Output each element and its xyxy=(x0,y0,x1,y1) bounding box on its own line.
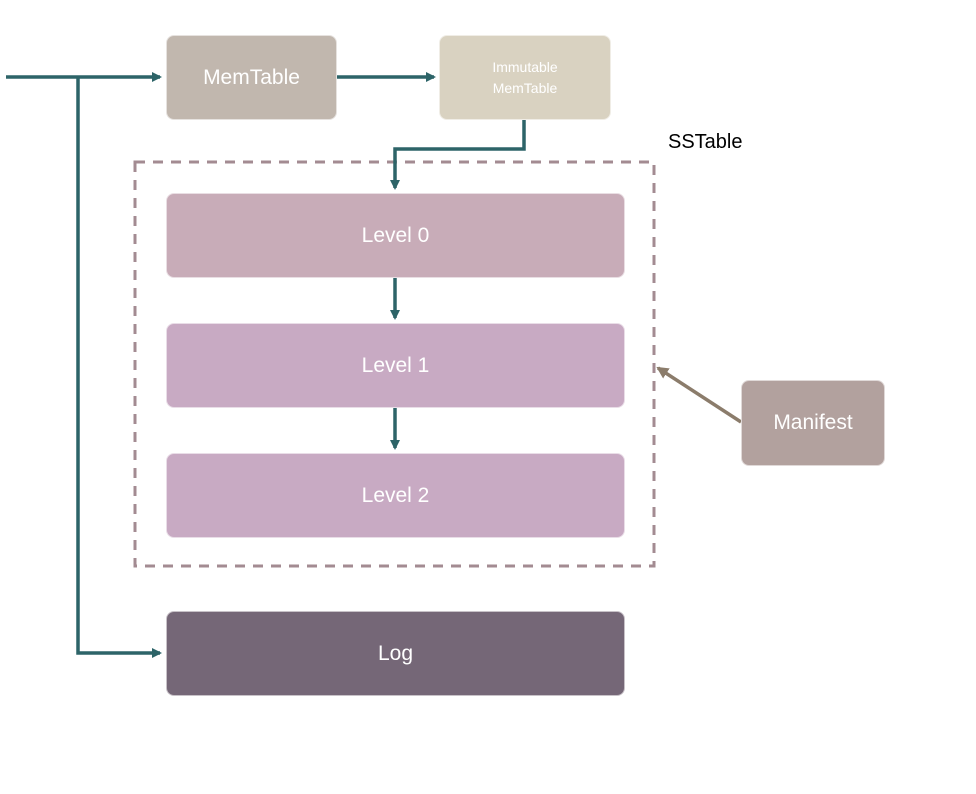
manifest-to-sstable-arrow xyxy=(656,366,742,424)
log-node: Log xyxy=(166,611,625,696)
manifest-node: Manifest xyxy=(741,380,885,466)
level1-node: Level 1 xyxy=(166,323,625,408)
sstable-label: SSTable xyxy=(668,131,743,153)
level0-node: Level 0 xyxy=(166,193,625,278)
memtable-node: MemTable xyxy=(166,35,337,120)
immutable-memtable-node: Immutable MemTable xyxy=(439,35,611,120)
input-to-log-arrow xyxy=(76,77,162,658)
level2-node: Level 2 xyxy=(166,453,625,538)
immutable-to-level0-arrow xyxy=(390,120,526,190)
